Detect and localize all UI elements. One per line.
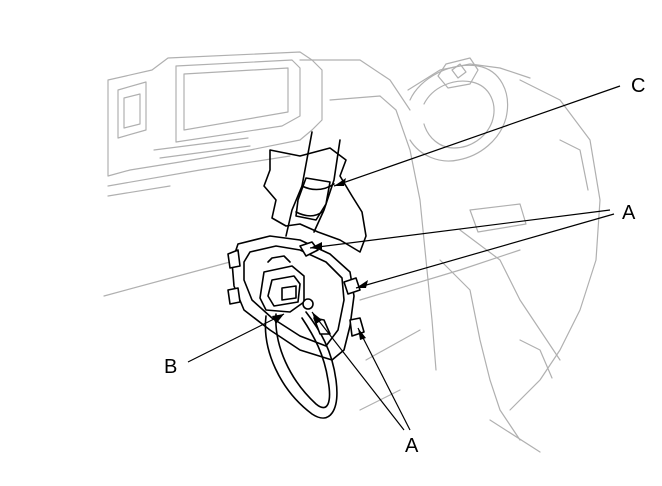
dashboard-background xyxy=(103,51,601,453)
connector xyxy=(259,255,314,313)
leader-lines xyxy=(187,85,621,431)
harness xyxy=(285,131,341,237)
loop-cable xyxy=(264,311,338,419)
cutaway-panel xyxy=(263,147,367,253)
callout-label-b: B xyxy=(164,356,177,378)
callout-label-a-lower: A xyxy=(405,435,419,457)
callout-label-a-upper: A xyxy=(622,202,636,224)
callout-label-c: C xyxy=(631,75,645,97)
